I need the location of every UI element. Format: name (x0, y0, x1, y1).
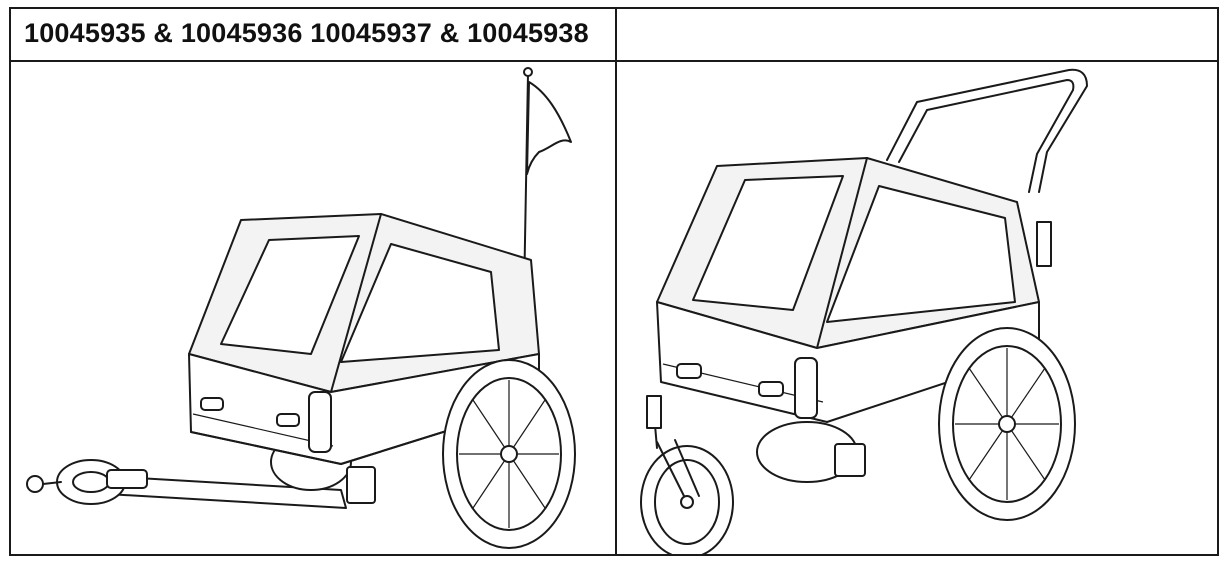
reflector-right (276, 413, 300, 427)
handle-strap (1036, 221, 1052, 267)
flag-tip (523, 67, 533, 77)
front-window (692, 175, 844, 311)
bike-trailer-illustration (26, 67, 576, 549)
column-divider (615, 9, 617, 554)
reflector-left (200, 397, 224, 411)
stroller-cell (617, 62, 1217, 554)
wheel-hub (500, 445, 518, 463)
bike-trailer-cell (11, 62, 615, 554)
fork-clamp (646, 395, 662, 429)
wheel-spokes (459, 380, 559, 528)
safety-flag (526, 81, 572, 175)
wheel-hub (998, 415, 1016, 433)
header-row: 10045935 & 10045936 10045937 & 10045938 (11, 9, 1217, 62)
frame-latch (308, 391, 332, 453)
side-window (826, 185, 1016, 323)
hitch-mount (346, 466, 376, 504)
reflector-right (758, 381, 784, 397)
front-window (220, 235, 360, 355)
push-handle (886, 68, 1088, 193)
frame-latch (794, 357, 818, 419)
stroller-illustration (640, 68, 1088, 554)
front-wheel-hub (680, 495, 694, 509)
hitch-bolt (26, 475, 44, 493)
reflector-left (676, 363, 702, 379)
axle-mount (834, 443, 866, 477)
model-numbers-heading: 10045935 & 10045936 10045937 & 10045938 (24, 18, 589, 48)
side-window (340, 243, 500, 363)
wheel-spokes (955, 348, 1059, 500)
model-table: 10045935 & 10045936 10045937 & 10045938 (9, 7, 1219, 556)
